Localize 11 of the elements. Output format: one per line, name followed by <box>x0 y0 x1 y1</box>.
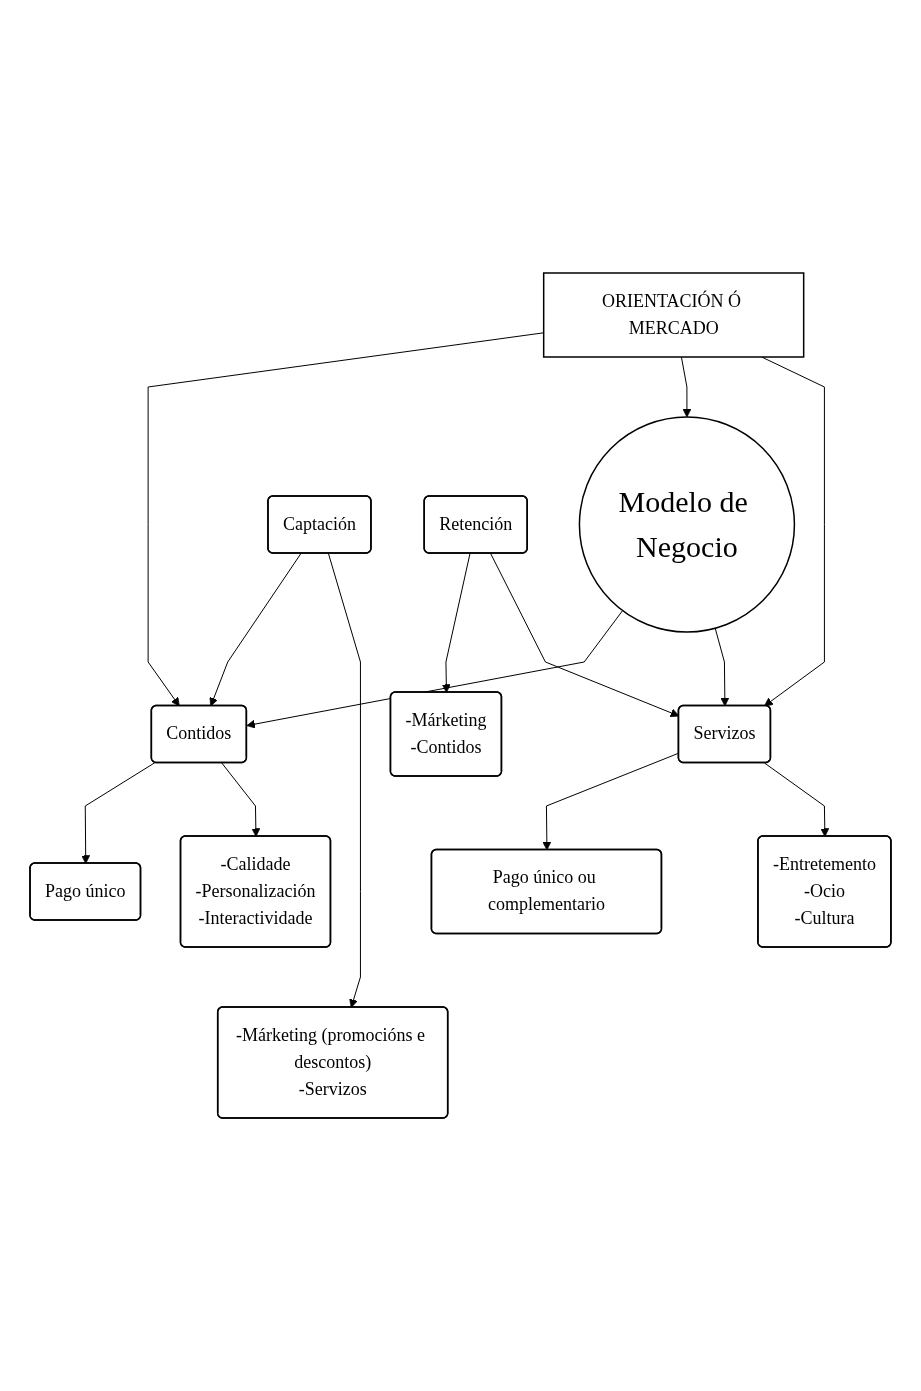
arrow <box>221 762 261 837</box>
arrow <box>209 553 302 707</box>
node-box: ORIENTACIÓN Ó MERCADO <box>543 272 805 358</box>
node-circle: Modelo de Negocio <box>578 416 796 633</box>
arrow <box>81 762 156 864</box>
arrow <box>328 553 361 1008</box>
arrow <box>680 356 692 418</box>
arrow <box>441 553 471 693</box>
arrow <box>246 610 624 729</box>
arrow <box>714 627 730 707</box>
arrow <box>764 762 830 837</box>
